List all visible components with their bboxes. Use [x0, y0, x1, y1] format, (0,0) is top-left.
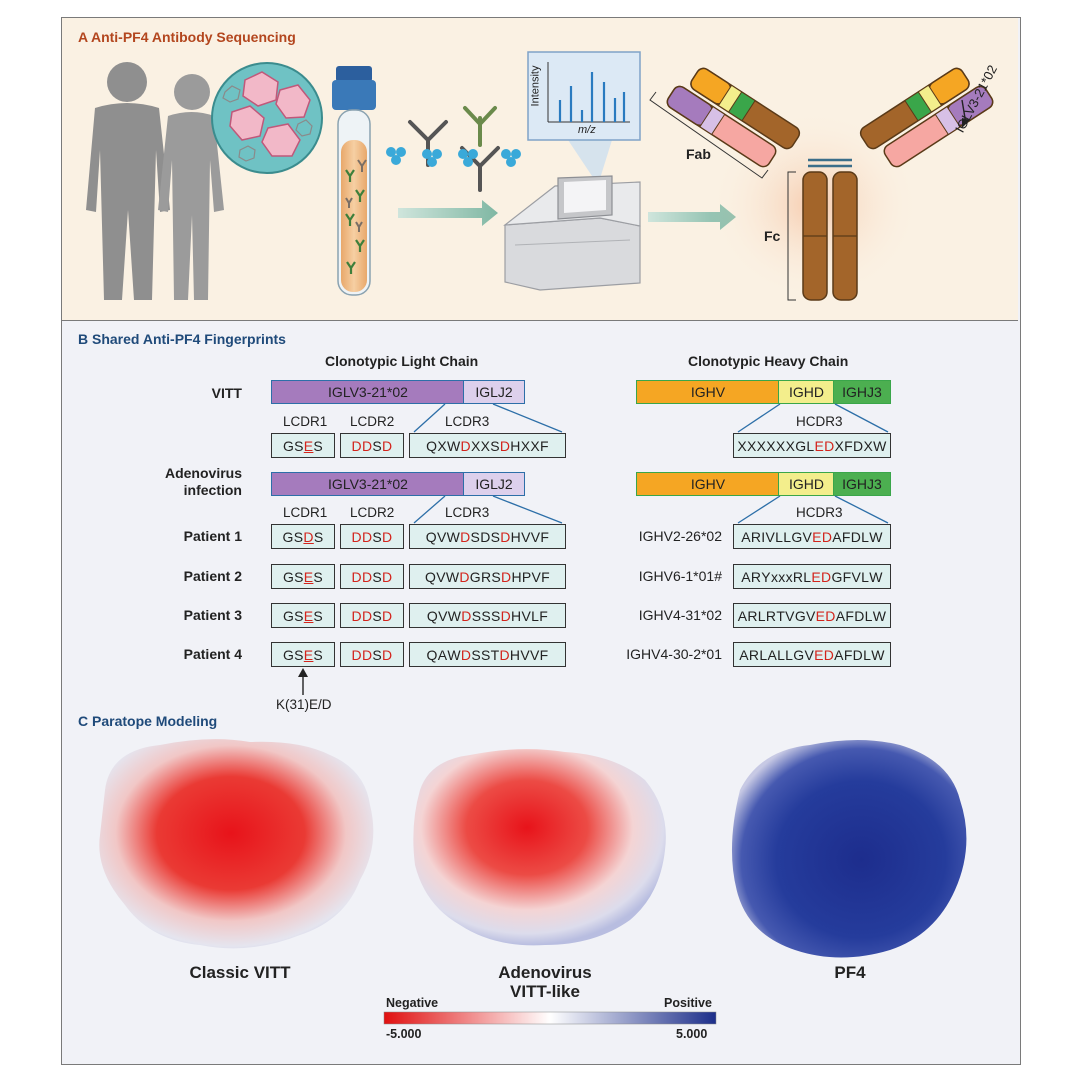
antibody-structure: [649, 67, 994, 301]
heavy-v-gene-adeno: IGHV: [636, 472, 780, 496]
row-label-adeno-2: infection: [183, 482, 242, 498]
mutation-note: K(31)E/D: [276, 697, 332, 712]
lcdr2-label-adeno: LCDR2: [350, 505, 395, 520]
caption-classic-vitt: Classic VITT: [189, 963, 291, 982]
hcdr3-label-adeno: HCDR3: [796, 505, 843, 520]
arrow-to-antibody: [648, 204, 736, 230]
pf4-surface: [731, 740, 967, 958]
chart-axis-x-label: m/z: [578, 124, 596, 136]
lcdr3-label-vitt: LCDR3: [445, 414, 490, 429]
patient-ighv-gene: IGHV4-30-2*01: [626, 646, 722, 662]
lcdr1-label-vitt: LCDR1: [283, 414, 328, 429]
lcdr1-label-adeno: LCDR1: [283, 505, 328, 520]
person-male-silhouette: [86, 62, 170, 300]
patient-row-label: Patient 1: [183, 528, 242, 544]
heavy-d-gene-adeno: IGHD: [778, 472, 835, 496]
scale-min-label: -5.000: [386, 1027, 422, 1041]
row-label-vitt: VITT: [211, 385, 242, 401]
hcdr3-label-vitt: HCDR3: [796, 414, 843, 429]
caption-vitt-like: VITT-like: [510, 982, 580, 1001]
heavy-v-gene-vitt: IGHV: [636, 380, 780, 404]
heavy-chain-header: Clonotypic Heavy Chain: [688, 353, 849, 369]
patient-row-label: Patient 3: [183, 607, 242, 623]
mass-spectrometer: [503, 175, 641, 291]
classic-vitt-surface: [99, 739, 374, 949]
light-j-gene-adeno: IGLJ2: [463, 472, 525, 496]
patient-row-label: Patient 4: [183, 646, 242, 662]
lcdr3-label-adeno: LCDR3: [445, 505, 490, 520]
arrow-to-instrument: [398, 200, 498, 226]
heavy-j-gene-adeno: IGHJ3: [833, 472, 891, 496]
patient-ighv-gene: IGHV6-1*01#: [638, 568, 722, 584]
panel-a-title: A Anti-PF4 Antibody Sequencing: [78, 29, 296, 45]
patient-ighv-gene: IGHV4-31*02: [638, 607, 722, 623]
light-chain-header: Clonotypic Light Chain: [325, 353, 479, 369]
lcdr2-label-vitt: LCDR2: [350, 414, 395, 429]
scale-negative-label: Negative: [386, 996, 439, 1010]
patient-row-label: Patient 2: [183, 568, 242, 584]
heavy-d-gene-vitt: IGHD: [778, 380, 835, 404]
caption-adenovirus: Adenovirus: [498, 963, 592, 982]
light-v-gene-adeno: IGLV3-21*02: [271, 472, 465, 496]
pf4-complex-circle: [211, 62, 323, 174]
scale-positive-label: Positive: [664, 996, 712, 1010]
mass-spec-chart: [527, 51, 641, 185]
test-tube: [332, 66, 376, 296]
charge-scale-bar: [383, 1011, 717, 1025]
person-female-silhouette: [158, 74, 224, 300]
panel-b-title: B Shared Anti-PF4 Fingerprints: [78, 331, 286, 347]
panel-c-title: C Paratope Modeling: [78, 713, 218, 729]
adenovirus-surface: [413, 749, 666, 946]
fc-label: Fc: [764, 228, 781, 244]
heavy-j-gene-vitt: IGHJ3: [833, 380, 891, 404]
light-j-gene-vitt: IGLJ2: [463, 380, 525, 404]
row-label-adeno-1: Adenovirus: [164, 465, 242, 481]
caption-pf4: PF4: [834, 963, 866, 982]
light-v-gene-vitt: IGLV3-21*02: [271, 380, 465, 404]
fab-label: Fab: [686, 146, 711, 162]
pf4-molecules: [386, 147, 521, 167]
scale-max-label: 5.000: [676, 1027, 708, 1041]
patient-ighv-gene: IGHV2-26*02: [638, 528, 722, 544]
